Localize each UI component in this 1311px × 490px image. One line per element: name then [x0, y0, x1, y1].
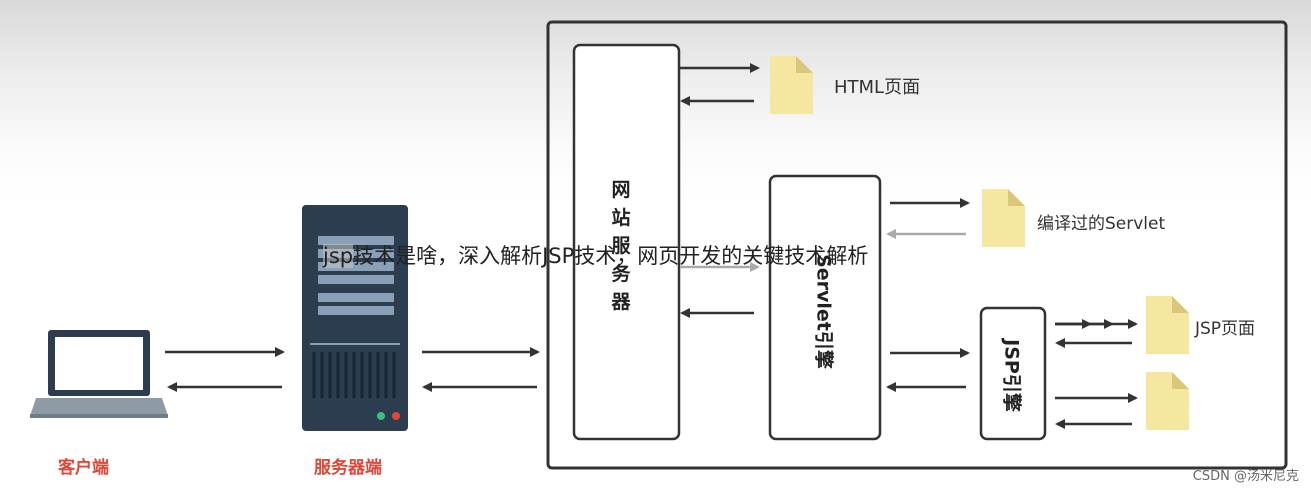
jsp-page-label: JSP页面 [1195, 319, 1256, 339]
title-highlight: jsp [323, 244, 354, 268]
jsp-engine-box [979, 306, 1047, 441]
document-icon [1146, 296, 1189, 354]
article-title-overlay: jsp技术是啥，深入解析JSP技术，网页开发的关键技术解析 [323, 240, 868, 270]
server-label: 服务器端 [314, 458, 382, 478]
jsp-engine-label: JSP引擎 [1000, 339, 1023, 412]
document-icon [770, 56, 813, 114]
watermark: CSDN @汤米尼克 [1192, 469, 1299, 484]
compiled-servlet-label: 编译过的Servlet [1037, 214, 1166, 234]
document-icon [1146, 372, 1189, 430]
html-page-label: HTML页面 [834, 77, 921, 98]
web-server-label: 网站服务器 [611, 179, 631, 313]
client-label: 客户端 [58, 458, 109, 478]
servlet-engine-box [768, 174, 882, 441]
server-side-container [546, 20, 1288, 470]
web-server-box [572, 43, 681, 441]
title-text: 技术是啥，深入解析JSP技术，网页开发的关键技术解析 [353, 244, 869, 268]
server-tower-icon [302, 205, 408, 431]
document-icon [982, 189, 1025, 247]
laptop-icon [30, 330, 168, 418]
